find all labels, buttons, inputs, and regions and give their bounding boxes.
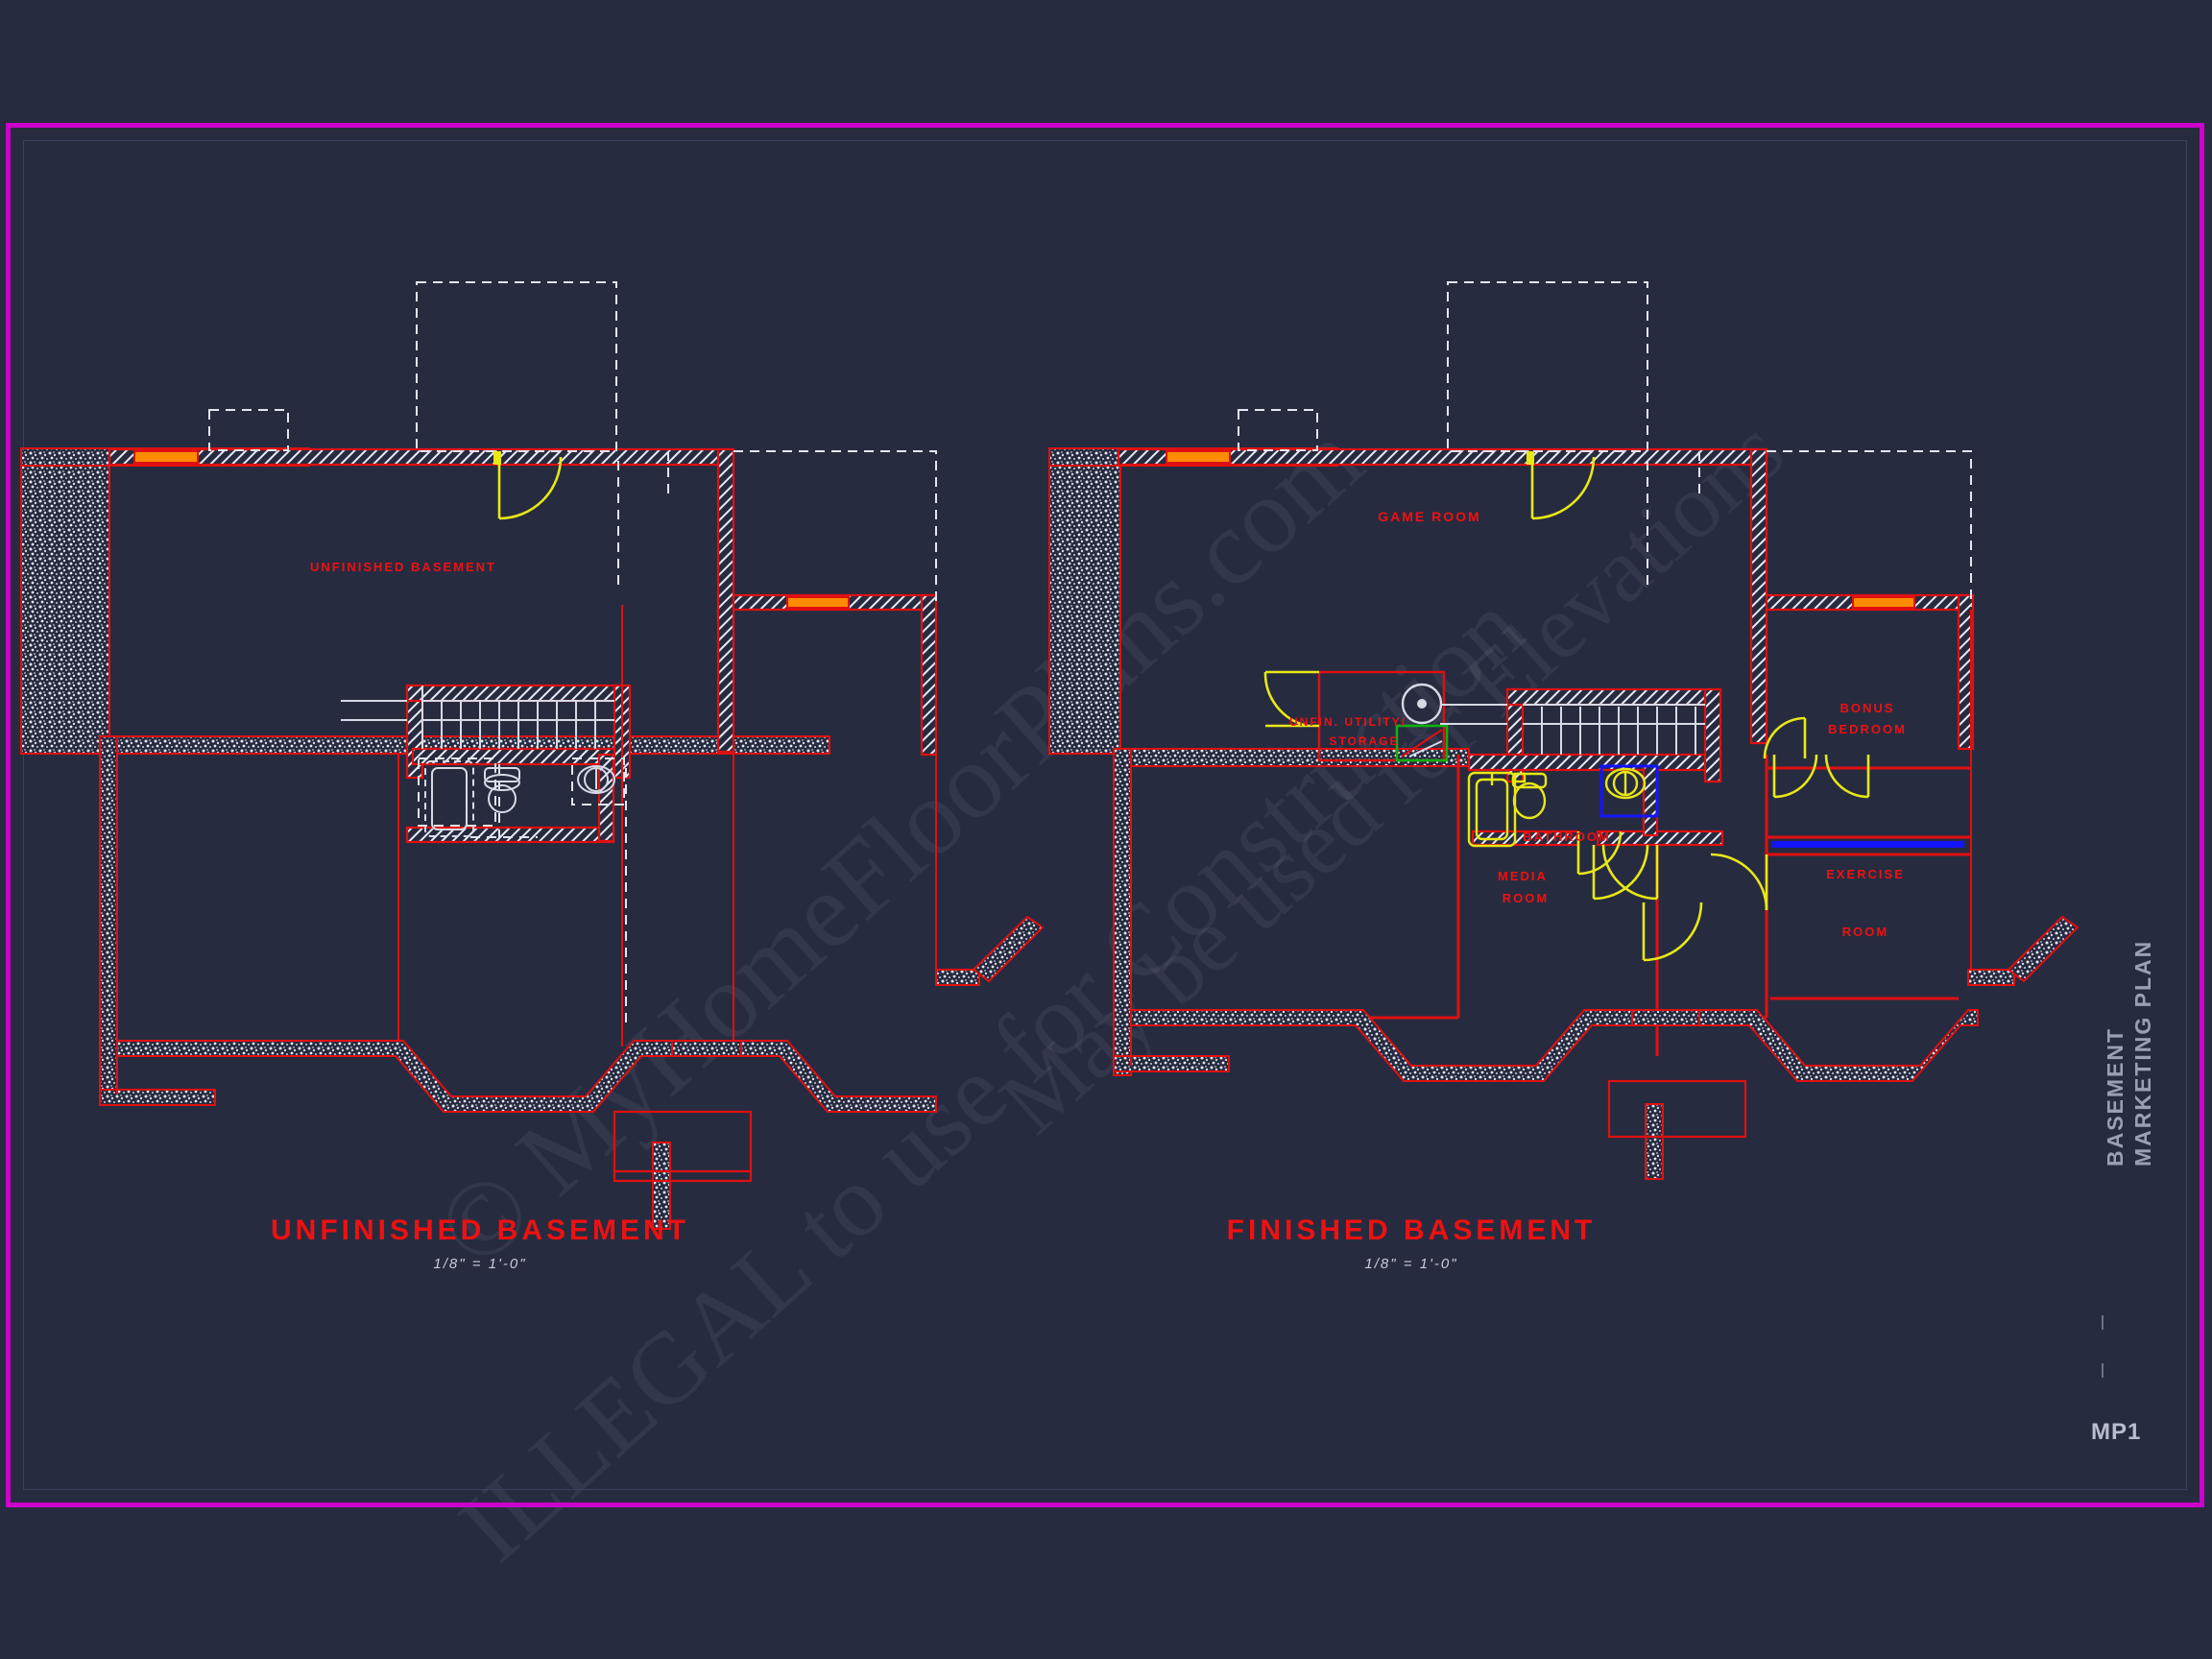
room-label-game-room: GAME ROOM	[1378, 509, 1481, 524]
bath-fixtures-right	[1467, 767, 1647, 848]
room-outlines-left	[108, 465, 937, 1094]
doors-left	[493, 451, 563, 520]
plan-finished-basement	[1048, 281, 2080, 1180]
furnace-icon	[1395, 724, 1449, 762]
utility-room-right	[1317, 670, 1449, 762]
room-label-exercise-room: ROOM	[1841, 925, 1889, 939]
room-label-media-room: ROOM	[1502, 891, 1550, 905]
framed-walls-left	[108, 447, 938, 844]
sink-icon	[1604, 767, 1647, 800]
room-label-media: MEDIA	[1498, 869, 1548, 883]
room-label-bonus: BONUS	[1839, 701, 1895, 715]
bath-fixtures-left	[424, 760, 615, 837]
stair-run-right	[1440, 704, 1705, 755]
sheet-border-inner	[23, 140, 2187, 1490]
vanity-counter	[1599, 764, 1659, 818]
porch-slab-right	[1607, 1079, 1747, 1139]
toilet-icon	[484, 774, 520, 791]
windows-right	[1166, 450, 1915, 609]
room-label-exercise: EXERCISE	[1826, 867, 1905, 881]
sheet-title-marketing-plan: MARKETING PLAN	[2130, 939, 2155, 1166]
sheet-border	[6, 123, 2204, 1507]
room-label-bathroom: BATHROOM	[1523, 830, 1611, 844]
plan-title-finished: FINISHED BASEMENT	[1226, 1214, 1597, 1246]
bathtub-icon	[424, 760, 474, 837]
plan-scale-unfinished: 1/8" = 1'-0"	[433, 1256, 527, 1272]
lower-bay-walls-left	[116, 915, 1045, 1230]
sheet-number: MP1	[2091, 1419, 2142, 1445]
room-label-storage: STORAGE	[1329, 734, 1400, 748]
lower-bay-walls-right	[1130, 915, 2080, 1180]
room-label-unfinished-basement: UNFINISHED BASEMENT	[309, 560, 496, 574]
windows-left	[133, 450, 850, 609]
porch-slab-left	[613, 1110, 753, 1183]
plan-scale-finished: 1/8" = 1'-0"	[1364, 1256, 1458, 1272]
room-label-bonus-bedroom: BEDROOM	[1828, 722, 1907, 736]
doors-right	[1263, 451, 1870, 962]
sink-icon	[577, 765, 615, 794]
plan-unfinished-basement	[20, 281, 1045, 1230]
room-label-unfin-utility: UNFIN. UTILITY/	[1289, 715, 1407, 729]
foundation-walls-right	[1048, 447, 1470, 1076]
sheet-title-basement: BASEMENT	[2103, 1026, 2128, 1166]
dashed-above-lines-right	[1238, 281, 1972, 607]
foundation-walls-left	[20, 447, 830, 1106]
stair-run-left	[341, 685, 614, 749]
plan-title-unfinished: UNFINISHED BASEMENT	[270, 1214, 689, 1246]
dashed-above-lines-left	[208, 281, 937, 1027]
toilet-icon	[1511, 772, 1548, 789]
exercise-mirror-wall	[1772, 841, 1964, 848]
